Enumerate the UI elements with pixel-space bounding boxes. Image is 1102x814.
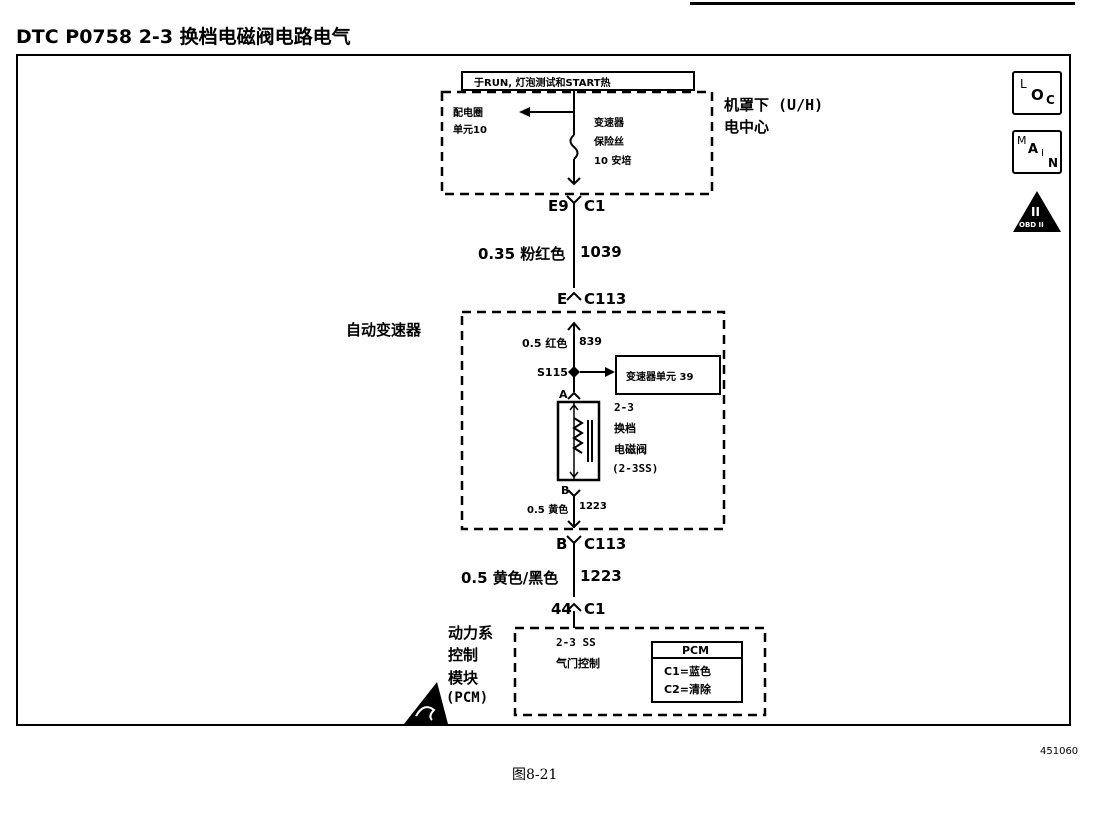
- fuse-symbol: [569, 134, 579, 160]
- page-title: DTC P0758 2-3 换档电磁阀电路电气: [16, 26, 351, 48]
- wire-2-gauge-color: 0.5 红色: [522, 337, 568, 350]
- wire-3-gauge-color: 0.5 黄色: [527, 505, 569, 516]
- arrow-right-icon: [605, 367, 615, 377]
- connector-b-label: B: [556, 535, 568, 553]
- pcm-label-2: 控制: [448, 646, 479, 664]
- distribution-unit-label: 单元10: [453, 125, 487, 136]
- connector-44-c1: [566, 602, 582, 612]
- connector-44-label: 44: [551, 600, 572, 618]
- wire-2-circuit: 839: [579, 335, 602, 348]
- fuse-name-1: 变速器: [594, 118, 624, 129]
- location-label-1: 机罩下 (U/H): [724, 96, 824, 114]
- pcm-label-1: 动力系: [448, 624, 494, 642]
- power-banner-box: [461, 71, 695, 91]
- fuse-rating: 10 安培: [594, 156, 632, 167]
- wire-4-circuit: 1223: [580, 567, 622, 585]
- splice-label: S115: [537, 366, 568, 379]
- splice-dest-box: [615, 355, 721, 395]
- connector-e-label: E: [557, 290, 568, 308]
- location-label-2: 电中心: [724, 118, 770, 136]
- obd-ii-icon: [1013, 191, 1061, 232]
- solenoid-label-2: 换档: [614, 422, 636, 435]
- fuse-block-outline: [440, 90, 714, 196]
- solenoid-label-1: 2-3: [614, 401, 634, 414]
- pcm-box-line-1: C1=蓝色: [664, 665, 711, 678]
- connector-c113-top-label: C113: [584, 290, 627, 308]
- arrow-left-icon: [519, 107, 530, 117]
- figure-caption: 图8-21: [512, 767, 558, 783]
- wire-3-circuit: 1223: [579, 501, 607, 512]
- solenoid-label-4: (2-3SS): [612, 462, 659, 475]
- esd-warning-icon: [404, 682, 448, 724]
- connector-b-c113: [566, 535, 582, 545]
- distribution-label: 配电圈: [453, 108, 483, 119]
- solenoid-coil: [572, 417, 584, 454]
- transmission-label: 自动变速器: [346, 321, 422, 339]
- connector-e9-label: E9: [548, 197, 569, 215]
- splice-s115-node: [568, 366, 580, 378]
- wire-1-gauge-color: 0.35 粉红色: [478, 245, 566, 263]
- connector-b-inner-label: B: [561, 484, 570, 497]
- pcm-info-box: [651, 641, 743, 703]
- pcm-control-label-2: 气门控制: [556, 657, 600, 670]
- connector-c1-bottom-label: C1: [584, 600, 606, 618]
- diagram-frame: [16, 54, 1071, 726]
- pcm-box-line-2: C2=清除: [664, 683, 711, 696]
- wire-1-circuit: 1039: [580, 243, 622, 261]
- obd-ii-numeral: II: [1031, 205, 1040, 219]
- connector-a-label: A: [559, 388, 568, 401]
- connector-e9-c1: [566, 195, 582, 205]
- solenoid-label-3: 电磁阀: [614, 443, 647, 456]
- connector-c1-top-label: C1: [584, 197, 606, 215]
- reference-number: 451060: [1040, 746, 1079, 757]
- loc-icon: L O C: [1012, 71, 1062, 115]
- pcm-outline: [513, 626, 767, 717]
- connector-e-c113: [566, 291, 582, 301]
- pcm-control-label-1: 2-3 SS: [556, 636, 596, 649]
- splice-destination: 变速器单元 39: [626, 372, 694, 383]
- wire-4-gauge-color: 0.5 黄色/黑色: [461, 569, 559, 587]
- power-banner: 于RUN, 灯泡测试和START热: [474, 78, 611, 89]
- solenoid-box: [556, 400, 601, 482]
- pcm-label-3: 模块: [448, 669, 479, 687]
- fuse-name-2: 保险丝: [594, 137, 624, 148]
- top-rule: [690, 2, 1075, 5]
- pcm-label-4: (PCM): [446, 690, 489, 706]
- connector-c113-bottom-label: C113: [584, 535, 627, 553]
- obd-ii-label: OBD II: [1019, 221, 1044, 229]
- main-icon: M A I N: [1012, 130, 1062, 174]
- pcm-box-title: PCM: [682, 644, 710, 657]
